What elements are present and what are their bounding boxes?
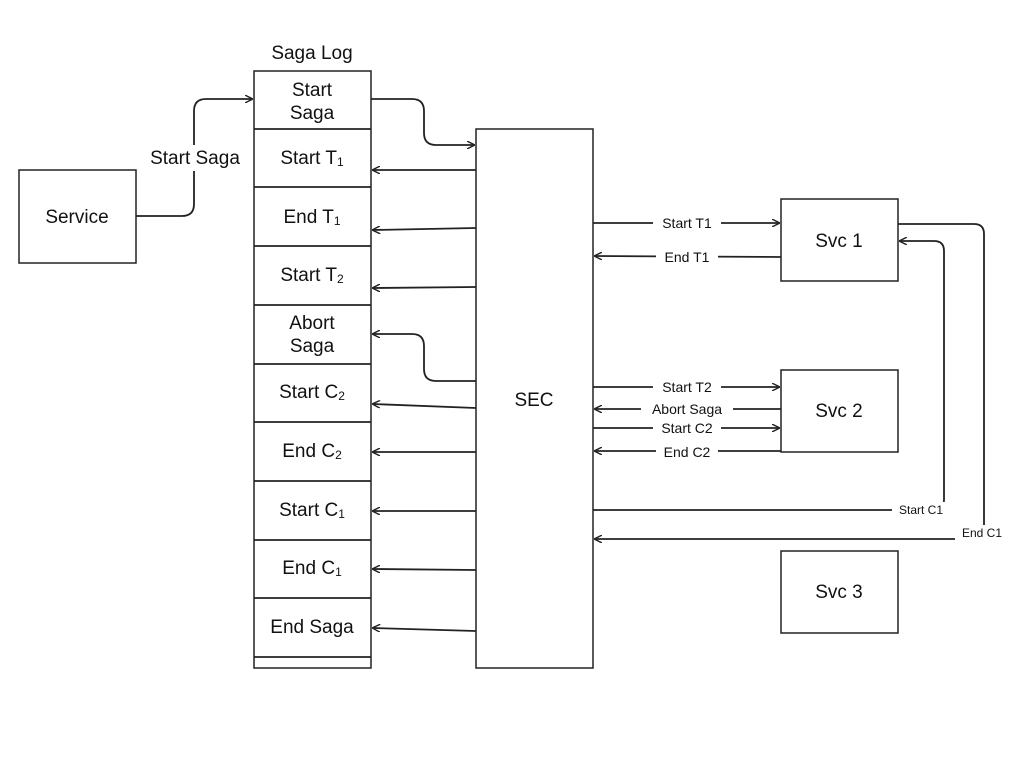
start-t1-label-bg bbox=[653, 214, 721, 232]
sec-label: SEC bbox=[514, 390, 553, 411]
svc3-box bbox=[780, 550, 899, 634]
log-entry-start-c2: Start C2 bbox=[279, 382, 345, 403]
log-entry-start-saga-line1: Start bbox=[292, 80, 333, 101]
start-t2-label-bg bbox=[653, 378, 721, 396]
log-entry-end-c2: End C2 bbox=[282, 441, 342, 462]
start-c2-label-bg bbox=[653, 419, 721, 437]
log-entry-start-t2: Start T2 bbox=[280, 265, 344, 286]
log-entry-start-c1: Start C1 bbox=[279, 500, 345, 521]
svc3-label: Svc 3 bbox=[815, 582, 863, 603]
end-c1-label: End C1 bbox=[962, 526, 1002, 540]
end-c2-label-bg bbox=[656, 442, 718, 460]
svc2-label: Svc 2 bbox=[815, 401, 863, 422]
log-to-sec-arrow bbox=[371, 98, 474, 145]
log-entry-start-saga-line2: Saga bbox=[290, 103, 335, 124]
end-c2-label: End C2 bbox=[664, 444, 711, 460]
end-t1-label-bg bbox=[656, 247, 718, 265]
sec-to-log-arrow bbox=[373, 404, 477, 409]
end-c1-label-bg bbox=[955, 525, 1009, 541]
sec-to-log-arrow bbox=[373, 287, 477, 288]
log-entry-start-t1: Start T1 bbox=[280, 148, 344, 169]
sec-box bbox=[475, 128, 594, 669]
start-c2-label: Start C2 bbox=[661, 420, 713, 436]
sec-to-log-arrow bbox=[373, 334, 476, 382]
log-entry-abort-saga-line1: Abort bbox=[289, 313, 335, 334]
start-c1-label-bg bbox=[892, 502, 950, 518]
log-entry-abort-saga-line2: Saga bbox=[290, 336, 335, 357]
log-entry-end-t1: End T1 bbox=[283, 207, 340, 228]
log-entry-end-c1: End C1 bbox=[282, 558, 342, 579]
end-t1-label: End T1 bbox=[665, 249, 710, 265]
svc1-box bbox=[780, 198, 899, 282]
start-t2-label: Start T2 bbox=[662, 379, 712, 395]
service-box bbox=[18, 169, 137, 264]
start-saga-label: Start Saga bbox=[150, 148, 240, 169]
start-c1-label: Start C1 bbox=[899, 503, 943, 517]
svc1-label: Svc 1 bbox=[815, 231, 863, 252]
saga-log bbox=[253, 70, 372, 669]
sec-to-log-arrow bbox=[373, 628, 477, 631]
svc2-box bbox=[780, 369, 899, 453]
sec-to-log-arrow bbox=[373, 228, 477, 230]
start-saga-label-bg bbox=[143, 145, 247, 171]
abort-saga-label: Abort Saga bbox=[652, 401, 722, 417]
saga-log-title: Saga Log bbox=[271, 43, 352, 64]
log-entry-end-saga: End Saga bbox=[270, 617, 354, 638]
start-t1-label: Start T1 bbox=[662, 215, 712, 231]
sec-to-log-arrow bbox=[373, 569, 477, 570]
service-label: Service bbox=[45, 207, 108, 228]
abort-saga-label-bg bbox=[641, 400, 733, 418]
